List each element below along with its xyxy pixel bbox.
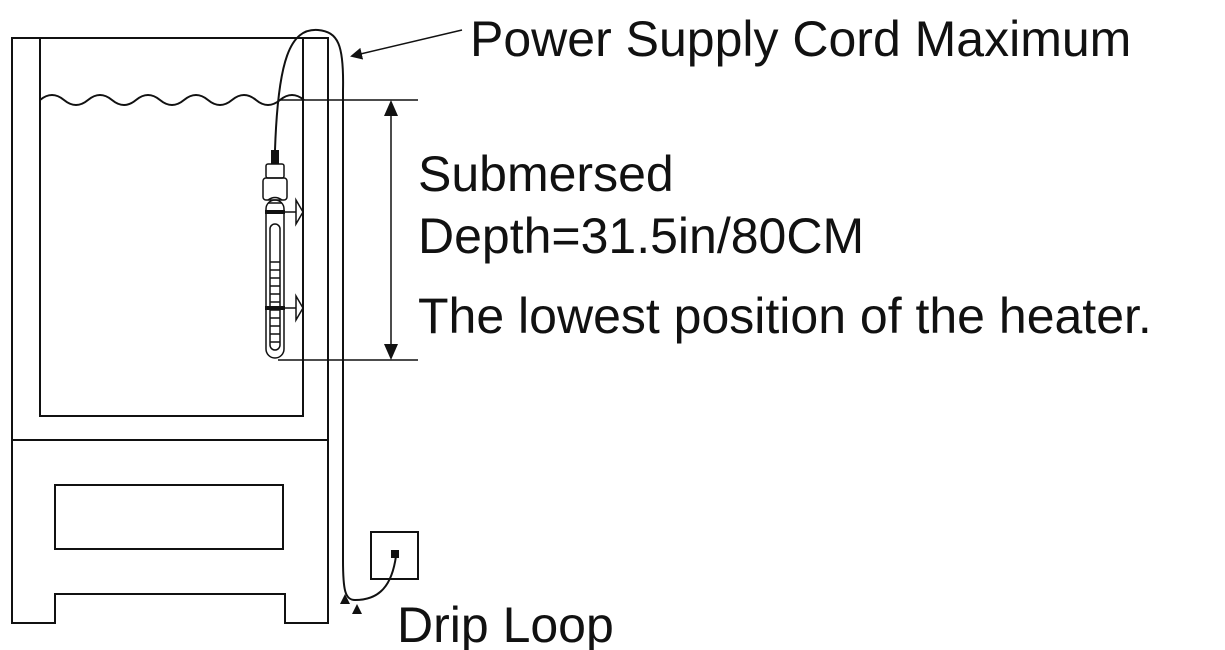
suction-cup-bottom — [285, 293, 304, 323]
heater-coil — [270, 261, 280, 343]
heater-head — [262, 177, 288, 201]
power-cord — [274, 28, 397, 602]
suction-cup-top — [285, 197, 304, 227]
power-outlet — [370, 531, 419, 580]
heater — [262, 150, 304, 359]
heater-plug — [271, 150, 279, 164]
cabinet-outline — [11, 37, 329, 624]
tank-inner — [39, 37, 304, 417]
label-drip-loop: Drip Loop — [397, 597, 614, 650]
cord-plug — [391, 550, 399, 558]
heater-logo — [267, 196, 283, 204]
heater-cap — [265, 163, 285, 179]
label-depth: Depth=31.5in/80CM — [418, 208, 864, 264]
drip-marker-1 — [340, 594, 350, 604]
water-surface — [39, 94, 305, 106]
label-power-cord: Power Supply Cord Maximum — [470, 11, 1131, 67]
heater-clamp-bottom — [265, 306, 285, 310]
heater-tube — [265, 199, 285, 359]
power-cord-pointer — [350, 29, 463, 60]
stand-drawer — [54, 484, 284, 550]
depth-dimension-arrow — [384, 100, 398, 360]
label-lowest-position: The lowest position of the heater. — [418, 288, 1152, 344]
aquarium-cabinet — [11, 37, 329, 624]
heater-inner-tube — [269, 223, 281, 351]
label-submersed: Submersed — [418, 146, 674, 202]
heater-clamp-top — [265, 210, 285, 214]
drip-marker-2 — [352, 604, 362, 614]
